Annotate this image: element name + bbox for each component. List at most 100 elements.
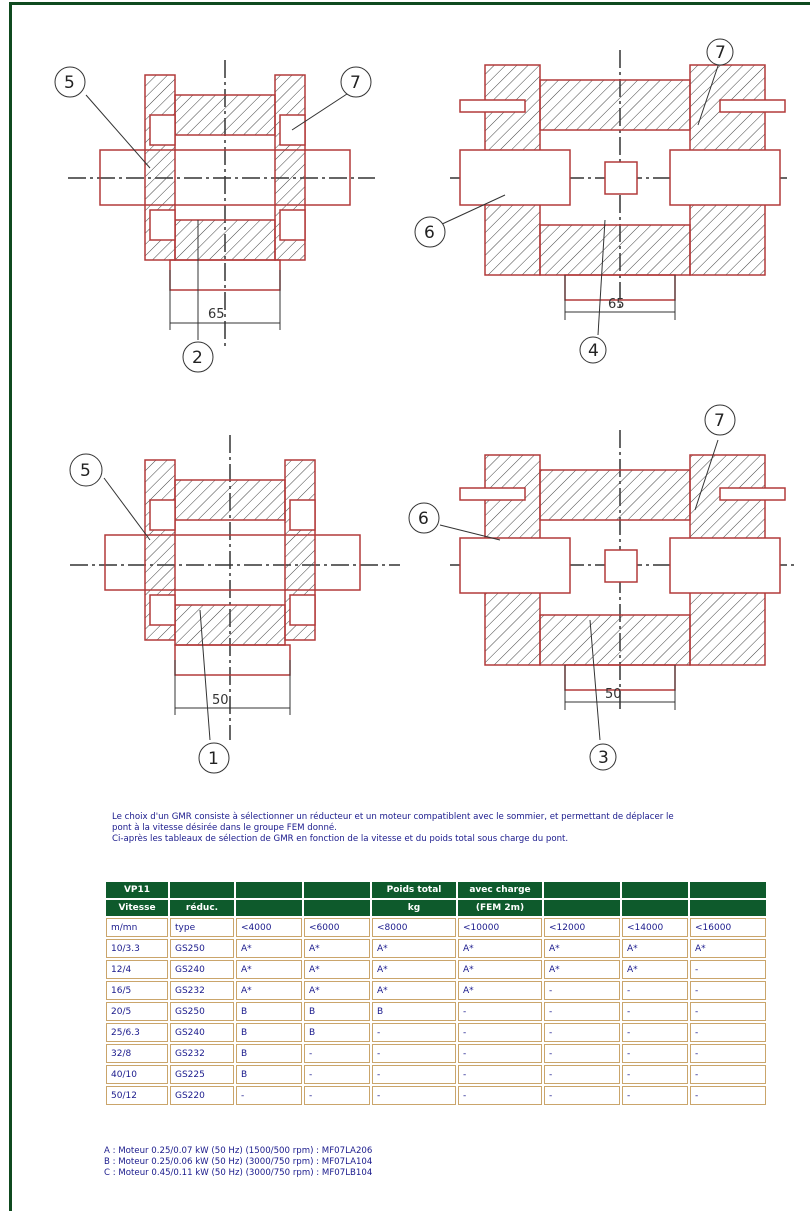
table-cell: A* (304, 960, 370, 979)
table-cell: - (544, 1086, 620, 1105)
table-cell: - (372, 1044, 456, 1063)
table-cell: - (622, 1086, 688, 1105)
header-cell (544, 882, 620, 898)
table-cell: B (236, 1002, 302, 1021)
table-cell: B (304, 1023, 370, 1042)
table-cell: A* (544, 960, 620, 979)
callout-b-7: 7 (715, 43, 726, 63)
table-cell: - (690, 1065, 766, 1084)
motor-legend: A : Moteur 0.25/0.07 kW (50 Hz) (1500/50… (104, 1146, 372, 1179)
header-cell: réduc. (170, 900, 234, 916)
table-cell: - (372, 1065, 456, 1084)
table-cell: - (458, 1086, 542, 1105)
table-cell: <6000 (304, 918, 370, 937)
selection-table: VP11 Poids total avec charge Vitesse réd… (104, 880, 768, 1107)
table-cell: A* (458, 960, 542, 979)
table-cell: - (458, 1065, 542, 1084)
table-cell: - (544, 1002, 620, 1021)
intro-line: pont à la vitesse désirée dans le groupe… (112, 823, 337, 833)
callout-b-4: 4 (588, 341, 599, 361)
table-cell: GS240 (170, 1023, 234, 1042)
table-cell: - (304, 1086, 370, 1105)
table-cell: B (372, 1002, 456, 1021)
table-cell: - (622, 981, 688, 1000)
header-cell (622, 900, 688, 916)
legend-line: A : Moteur 0.25/0.07 kW (50 Hz) (1500/50… (104, 1146, 373, 1156)
table-cell: - (622, 1023, 688, 1042)
table-cell: - (690, 1086, 766, 1105)
table-cell: 16/5 (106, 981, 168, 1000)
header-cell: Poids total (372, 882, 456, 898)
table-cell: 12/4 (106, 960, 168, 979)
callout-a-2: 2 (192, 348, 203, 368)
table-cell: A* (372, 939, 456, 958)
table-cell: GS240 (170, 960, 234, 979)
table-cell: - (236, 1086, 302, 1105)
table-cell: - (372, 1023, 456, 1042)
table-cell: 32/8 (106, 1044, 168, 1063)
table-cell: 40/10 (106, 1065, 168, 1084)
table-cell: GS220 (170, 1086, 234, 1105)
table-cell: A* (458, 981, 542, 1000)
header-cell (304, 900, 370, 916)
table-header-row: Vitesse réduc. kg (FEM 2m) (106, 900, 766, 916)
header-cell: VP11 (106, 882, 168, 898)
header-cell (170, 882, 234, 898)
intro-line: Le choix d'un GMR consiste à sélectionne… (112, 812, 674, 822)
table-cell: - (622, 1044, 688, 1063)
drawing-c (70, 435, 400, 740)
table-cell: - (458, 1044, 542, 1063)
table-cell: - (304, 1044, 370, 1063)
table-cell: A* (544, 939, 620, 958)
callout-d-6: 6 (418, 509, 429, 529)
table-cell: A* (236, 960, 302, 979)
header-cell (236, 900, 302, 916)
table-cell: type (170, 918, 234, 937)
header-cell (622, 882, 688, 898)
table-cell: - (304, 1065, 370, 1084)
table-cell: - (372, 1086, 456, 1105)
table-cell: GS232 (170, 981, 234, 1000)
table-cell: - (622, 1065, 688, 1084)
callout-a-7: 7 (350, 73, 361, 93)
header-cell: avec charge (458, 882, 542, 898)
table-cell: - (690, 960, 766, 979)
table-cell: GS232 (170, 1044, 234, 1063)
intro-text: Le choix d'un GMR consiste à sélectionne… (112, 812, 772, 845)
table-cell: - (544, 1023, 620, 1042)
table-cell: B (236, 1044, 302, 1063)
table-cell: A* (372, 981, 456, 1000)
table-cell: A* (622, 960, 688, 979)
intro-line: Ci-après les tableaux de sélection de GM… (112, 834, 569, 844)
table-cell: B (236, 1023, 302, 1042)
header-cell: (FEM 2m) (458, 900, 542, 916)
table-cell: - (690, 1044, 766, 1063)
table-cell: A* (236, 939, 302, 958)
table-cell: <10000 (458, 918, 542, 937)
drawing-svg: 65 5 7 2 65 6 4 7 (54, 38, 795, 774)
table-cell: m/mn (106, 918, 168, 937)
table-cell: GS250 (170, 1002, 234, 1021)
table-cell: - (544, 1044, 620, 1063)
table-cell: B (304, 1002, 370, 1021)
table-cell: A* (304, 981, 370, 1000)
dim-c: 50 (212, 693, 229, 708)
table-cell: <8000 (372, 918, 456, 937)
callout-d-7: 7 (714, 411, 725, 431)
table-cell: <4000 (236, 918, 302, 937)
table-cell: 10/3.3 (106, 939, 168, 958)
dim-b: 65 (608, 297, 625, 312)
callout-d-3: 3 (598, 748, 609, 768)
dim-a: 65 (208, 307, 225, 322)
table-cell: - (458, 1023, 542, 1042)
technical-drawings: 65 5 7 2 65 6 4 7 (30, 20, 800, 800)
table-cell: A* (622, 939, 688, 958)
table-cell: - (622, 1002, 688, 1021)
callout-b-6: 6 (424, 223, 435, 243)
